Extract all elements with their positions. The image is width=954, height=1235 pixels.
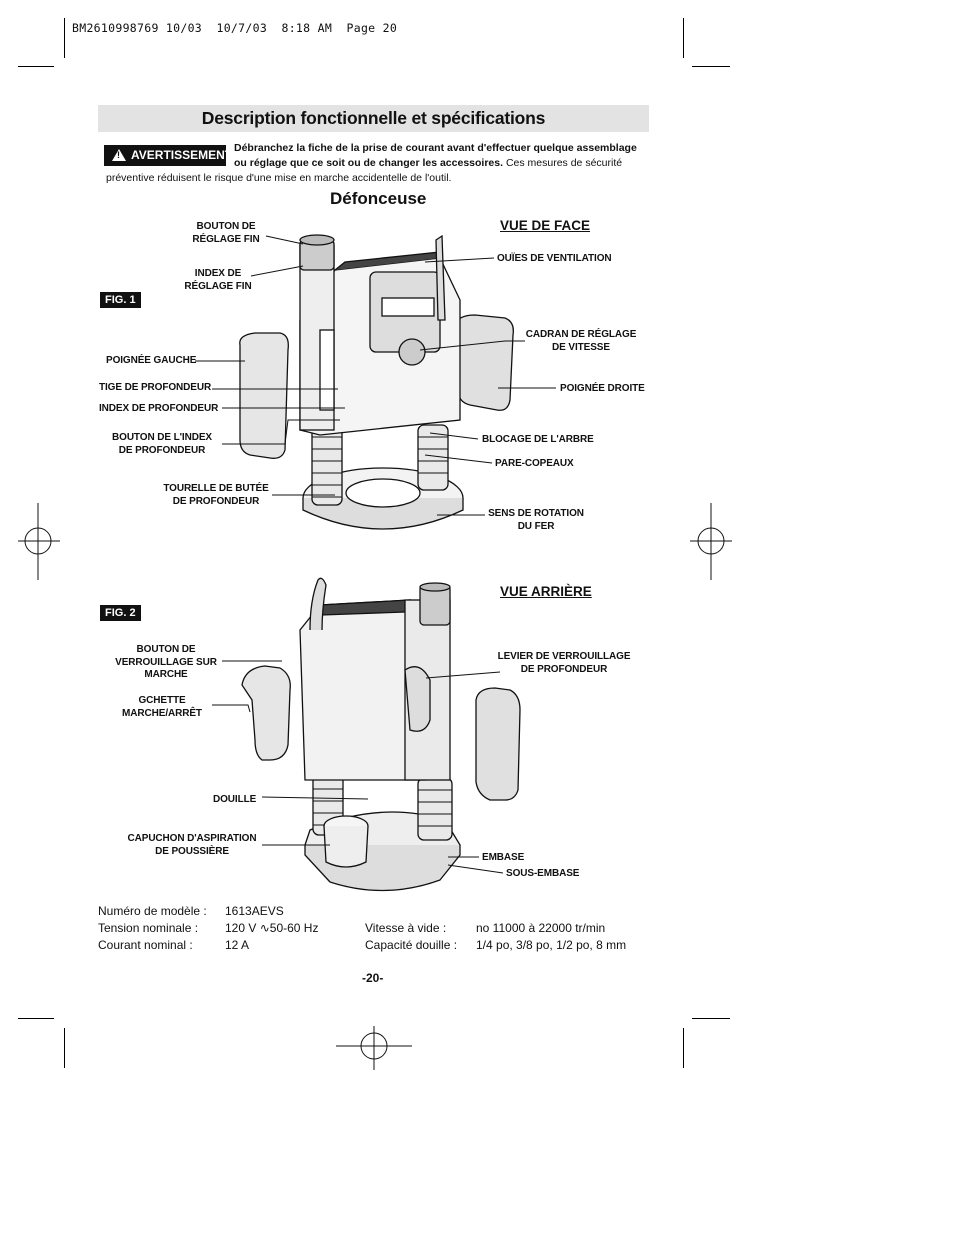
spec-collet-label: Capacité douille : bbox=[365, 938, 458, 952]
registration-mark-bottom bbox=[336, 1026, 412, 1070]
label-gachette: GCHETTE MARCHE/ARRÊT bbox=[122, 695, 202, 719]
label-sous-embase: SOUS-EMBASE bbox=[506, 868, 580, 879]
spec-voltage-value: 120 V ∿50-60 Hz bbox=[225, 920, 318, 937]
label-sens-rotation: SENS DE ROTATION DU FER bbox=[488, 508, 584, 532]
spec-voltage-a: 120 V bbox=[225, 921, 257, 935]
fig2-tag: FIG. 2 bbox=[100, 605, 141, 621]
title-bar: Description fonctionnelle et spécificati… bbox=[98, 105, 649, 132]
label-capuchon: CAPUCHON D'ASPIRATION DE POUSSIÈRE bbox=[127, 833, 257, 857]
warning-badge-label: AVERTISSEMENT bbox=[131, 148, 233, 162]
spec-model-value: 1613AEVS bbox=[225, 904, 284, 918]
spec-current-value: 12 A bbox=[225, 938, 250, 952]
print-slug: BM2610998769 10/03 10/7/03 8:18 AM Page … bbox=[72, 21, 398, 35]
spec-speed-value: no 11000 à 22000 tr/min bbox=[476, 921, 606, 935]
warning-bold-1: Débranchez la fiche de la prise de coura… bbox=[234, 142, 637, 154]
crop-mark bbox=[683, 1028, 684, 1068]
label-poignee-gauche: POIGNÉE GAUCHE bbox=[106, 355, 197, 366]
spec-speed-label: Vitesse à vide : bbox=[365, 921, 447, 935]
label-bouton-verrouillage: BOUTON DE VERROUILLAGE SUR MARCHE bbox=[115, 644, 217, 680]
label-tige-profondeur: TIGE DE PROFONDEUR bbox=[99, 382, 212, 393]
fig1-tag: FIG. 1 bbox=[100, 292, 141, 308]
page-number: -20- bbox=[362, 971, 384, 985]
section-subtitle: Défonceuse bbox=[330, 189, 427, 208]
warning-icon bbox=[112, 149, 126, 161]
registration-mark-right bbox=[690, 503, 732, 580]
spec-current-label: Courant nominal : bbox=[98, 938, 193, 952]
label-douille: DOUILLE bbox=[213, 794, 257, 805]
fig2-view-title: VUE ARRIÈRE bbox=[500, 584, 592, 599]
crop-mark bbox=[692, 66, 730, 67]
label-embase: EMBASE bbox=[482, 852, 525, 863]
label-index-reglage-fin: INDEX DE RÉGLAGE FIN bbox=[184, 268, 252, 292]
router-front-drawing bbox=[239, 234, 514, 530]
label-pare-copeaux: PARE-COPEAUX bbox=[495, 458, 574, 469]
crop-mark bbox=[64, 18, 65, 58]
fig1-leader-lines bbox=[195, 235, 556, 516]
warning-bold-2: ou réglage que ce soit ou de changer les… bbox=[234, 157, 504, 169]
label-index-profondeur: INDEX DE PROFONDEUR bbox=[99, 403, 219, 414]
ac-symbol-icon: ∿ bbox=[259, 921, 270, 935]
label-bouton-reglage-fin: BOUTON DE RÉGLAGE FIN bbox=[192, 221, 260, 245]
crop-mark bbox=[18, 66, 54, 67]
label-cadran: CADRAN DE RÉGLAGE DE VITESSE bbox=[525, 329, 637, 353]
spec-model-label: Numéro de modèle : bbox=[98, 904, 207, 918]
page-title: Description fonctionnelle et spécificati… bbox=[201, 108, 546, 128]
warning-text: Débranchez la fiche de la prise de coura… bbox=[234, 141, 646, 171]
crop-mark bbox=[683, 18, 684, 58]
spec-voltage-b: 50-60 Hz bbox=[269, 921, 319, 935]
fig2-leader-lines bbox=[212, 660, 504, 874]
label-ouies: OUÏES DE VENTILATION bbox=[497, 253, 612, 264]
registration-mark-left bbox=[18, 503, 60, 580]
label-tourelle: TOURELLE DE BUTÉE DE PROFONDEUR bbox=[163, 483, 269, 507]
warning-badge: AVERTISSEMENT bbox=[104, 145, 232, 166]
label-bouton-index: BOUTON DE L'INDEX DE PROFONDEUR bbox=[112, 432, 212, 456]
crop-mark bbox=[692, 1018, 730, 1019]
label-levier: LEVIER DE VERROUILLAGE DE PROFONDEUR bbox=[497, 651, 631, 675]
crop-mark bbox=[18, 1018, 54, 1019]
router-rear-drawing bbox=[241, 577, 521, 892]
warning-line-3: préventive réduisent le risque d'une mis… bbox=[106, 172, 452, 184]
warning-tail: Ces mesures de sécurité bbox=[503, 157, 623, 169]
label-blocage: BLOCAGE DE L'ARBRE bbox=[482, 434, 594, 445]
crop-mark bbox=[64, 1028, 65, 1068]
label-poignee-droite: POIGNÉE DROITE bbox=[560, 383, 645, 394]
spec-collet-value: 1/4 po, 3/8 po, 1/2 po, 8 mm bbox=[476, 938, 627, 952]
fig1-view-title: VUE DE FACE bbox=[500, 218, 591, 233]
spec-voltage-label: Tension nominale : bbox=[98, 921, 199, 935]
